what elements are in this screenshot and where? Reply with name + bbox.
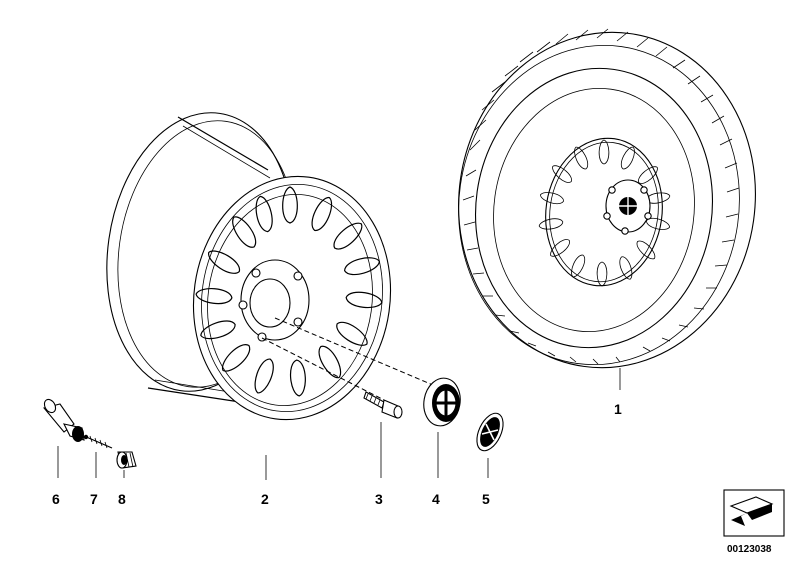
valve-cap (116, 451, 137, 469)
valve-core (83, 434, 113, 449)
part-label-5: 5 (482, 491, 490, 507)
part-label-2: 2 (261, 491, 269, 507)
assembly-line (274, 317, 441, 389)
part-label-1: 1 (614, 401, 622, 417)
complete-wheel-with-tyre (458, 28, 756, 369)
callout-lines (57, 368, 621, 480)
part-label-8: 8 (118, 491, 126, 507)
emblem (476, 412, 504, 452)
wheel-bolt (363, 391, 403, 419)
light-alloy-rim (106, 112, 392, 421)
part-label-6: 6 (52, 491, 60, 507)
part-label-7: 7 (90, 491, 98, 507)
hub-cap (423, 377, 461, 427)
orientation-symbol (723, 489, 785, 537)
part-label-3: 3 (375, 491, 383, 507)
tyre-valve (43, 398, 85, 442)
part-label-4: 4 (432, 491, 440, 507)
assembly-line-lower (261, 337, 385, 401)
drawing-code: 00123038 (727, 544, 772, 555)
